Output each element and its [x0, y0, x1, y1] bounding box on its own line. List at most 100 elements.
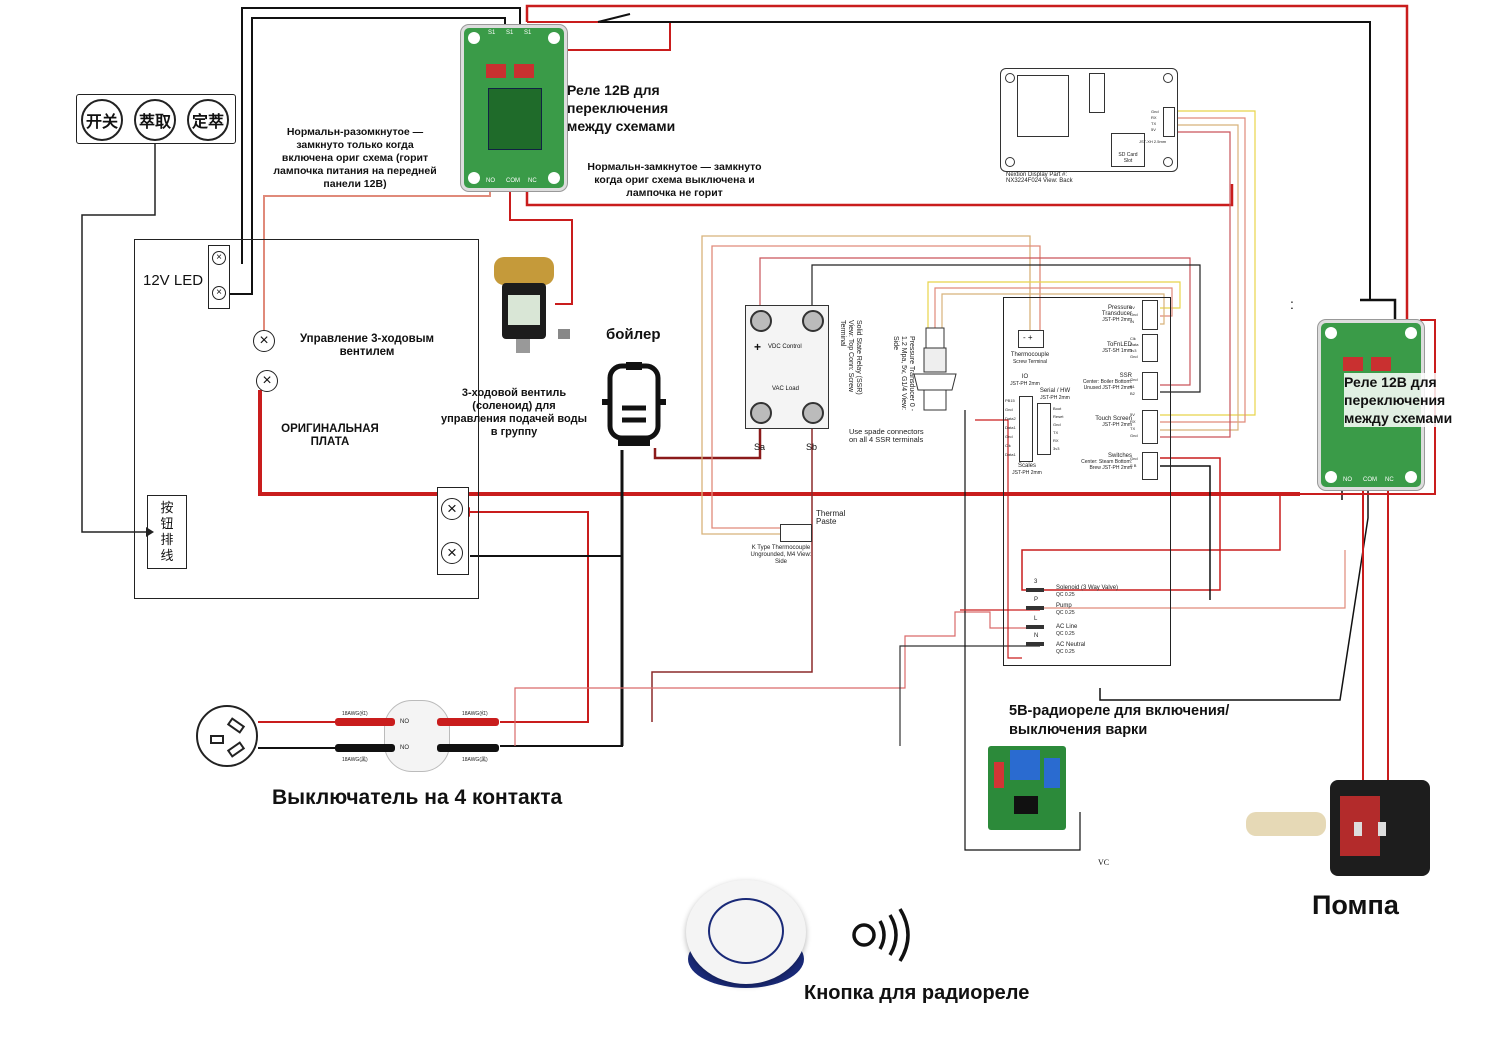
nextion-pin: 5V: [1151, 127, 1156, 132]
wire-radio-2: [975, 419, 1022, 659]
nextion-sd-slot: SD Card Slot: [1111, 133, 1145, 167]
power-plug-icon: [196, 705, 258, 767]
qc-label: AC Neutral: [1056, 642, 1086, 648]
qc-tab: [1026, 642, 1044, 646]
thermocouple-label: Thermal Paste: [816, 509, 846, 526]
radio-button-icon[interactable]: [684, 880, 808, 990]
ctrl-label-sub: JST-PH 2mm: [1102, 422, 1132, 428]
relay-chip: [1343, 357, 1363, 371]
ctrl-label-name: Serial / HW: [1039, 388, 1071, 394]
relay-chip: [486, 64, 506, 78]
wire-pump-qc: [1040, 550, 1346, 609]
io-pin: Gnd: [1005, 407, 1013, 412]
io-pins: PB15 Gnd Data2 Data1 Gnd Clk Data1: [1005, 396, 1019, 459]
serial-pin: RX: [1053, 438, 1059, 443]
switch4-wire-red-left: [335, 718, 395, 726]
note-normally-closed: Нормальн-замкнутое — замкнуто когда ориг…: [587, 161, 762, 199]
serial-pin: 3v3: [1053, 446, 1060, 451]
switch4-wire-black-left: [335, 744, 395, 752]
colon-mark: :: [1290, 296, 1294, 312]
qc-id: N: [1034, 633, 1039, 639]
led-label: 12V LED: [143, 272, 204, 289]
ssr-screw: [802, 310, 824, 332]
original-board: [134, 239, 479, 599]
nextion-connector: [1163, 107, 1175, 137]
nextion-hole: [1005, 73, 1015, 83]
pressure-transducer-icon: [913, 327, 957, 411]
ctrl-label-name: Pressure Transducer: [1101, 305, 1132, 317]
qc-sub: QC 0.25: [1056, 610, 1075, 616]
radio-relay-label: 5В-радиореле для включения/выключения ва…: [1009, 703, 1230, 738]
wire-ac-line: [514, 611, 1040, 746]
ssr-module: + VDC Control VAC Load: [745, 305, 829, 429]
front-panel-button-timed[interactable]: 定萃: [187, 99, 229, 141]
controller-board: [1003, 297, 1171, 666]
wire-red-com-valve: [509, 185, 573, 305]
qc-solenoid: 3 Solenoid (3 Way Valve) QC 0.25: [1026, 578, 1156, 598]
led-terminal: × ×: [208, 245, 230, 309]
front-panel-button-power[interactable]: 开关: [81, 99, 123, 141]
nextion-hole: [1163, 73, 1173, 83]
qc-ac-neutral: N AC Neutral QC 0.25: [1026, 632, 1156, 655]
relay-mount-hole: [548, 172, 560, 184]
nextion-desc: Nextion Display Part #: NX3224F024 View:…: [1006, 172, 1073, 184]
io-pin: Data1: [1005, 425, 1016, 430]
ctrl-label-sub: JST-PH 2mm: [1012, 470, 1042, 476]
wire-nx-2: [1160, 117, 1246, 423]
valve-terminal-2: ×: [256, 370, 278, 392]
ctrl-label-name: Scales: [1017, 463, 1036, 469]
pump-nozzle: [1246, 812, 1326, 836]
io-pin: Gnd: [1005, 434, 1013, 439]
front-panel-button-label: 开关: [85, 114, 118, 131]
wire-tc-pink: [711, 245, 1041, 529]
note-normally-open: Нормальн-разомкнутое — замкнуто только к…: [273, 126, 437, 190]
serial-connector: [1037, 403, 1051, 455]
switch4-tag: 18AWG(红): [462, 711, 488, 717]
wire-black-top-3: [600, 21, 1371, 300]
ssr-ac-label: VAC Load: [772, 386, 799, 392]
front-panel-button-extract[interactable]: 萃取: [134, 99, 176, 141]
pressure-text: Pressure Transducer 0 - 1.2 Mpa, 5v, G1/…: [892, 336, 915, 412]
ctrl-right-label-ssr: SSR Center: Boiler Bottom: Unused JST-PH…: [1080, 373, 1132, 391]
button-cable-char: 按: [160, 500, 174, 515]
qc-sub: QC 0.25: [1056, 631, 1075, 637]
qc-id: P: [1034, 597, 1039, 603]
serial-pins: Boot Reset Gnd TX RX 3v3: [1053, 405, 1069, 453]
wire-radio-1: [964, 410, 1081, 851]
nextion-display: SD Card Slot Gnd RX TX 5V JST-XH 2.5mm: [1000, 68, 1178, 172]
ssr-plus: +: [754, 340, 762, 354]
relay-terminal-label: NO: [486, 178, 495, 184]
relay-top-module: S1 S1 S1 NO COM NC: [461, 25, 567, 191]
io-pin: Data1: [1005, 452, 1016, 457]
wire-ac-neutral: [899, 645, 1040, 746]
qc-tab: [1026, 606, 1044, 610]
switch4-tag: 18AWG(红): [342, 711, 368, 717]
relay-mount-hole: [548, 32, 560, 44]
screw-icon: ×: [212, 286, 226, 300]
switch4-wire-red-right: [437, 718, 499, 726]
ctrl-label-sub: JST-PH 2mm: [1010, 381, 1040, 387]
wire-ssr-ctrl-1: [759, 257, 1191, 386]
front-panel: 开关 萃取 定萃: [76, 94, 236, 144]
ctrl-label-sub: JST-PH 2mm: [1102, 317, 1132, 323]
ctrl-pins-touch: 5V RX TX Gnd: [1130, 412, 1138, 438]
wire-red-main-bus: [258, 390, 1300, 496]
radio-relay-tail: VC: [1098, 858, 1110, 867]
radio-relay-mcu: [1014, 796, 1038, 814]
nextion-pin: TX: [1151, 121, 1157, 126]
ctrl-left-label-io: IO JST-PH 2mm: [1003, 374, 1047, 388]
ctrl-left-label-thermocouple: Thermocouple Screw Terminal: [1003, 352, 1057, 366]
ctrl-right-label-tof: ToFnLED JST-SH 1mm: [1086, 342, 1132, 354]
relay-pin: S1: [524, 30, 532, 36]
ctrl-pins-pressure: 5V Gnd IN: [1130, 305, 1138, 324]
ctrl-right-label-pressure: Pressure Transducer JST-PH 2mm: [1086, 305, 1132, 323]
plug-pin: [210, 735, 224, 744]
wire-nx-3: [1160, 124, 1239, 431]
wire-red-switch-board: [470, 511, 589, 723]
ctrl-label-name: Thermocouple: [1010, 352, 1050, 358]
switch4-tag: 18AWG(黑): [462, 757, 488, 763]
ctrl-label-sub: Center: Steam Bottom: Brew JST-PH 2mm: [1081, 459, 1132, 471]
wire-black-top-1: [241, 7, 521, 264]
